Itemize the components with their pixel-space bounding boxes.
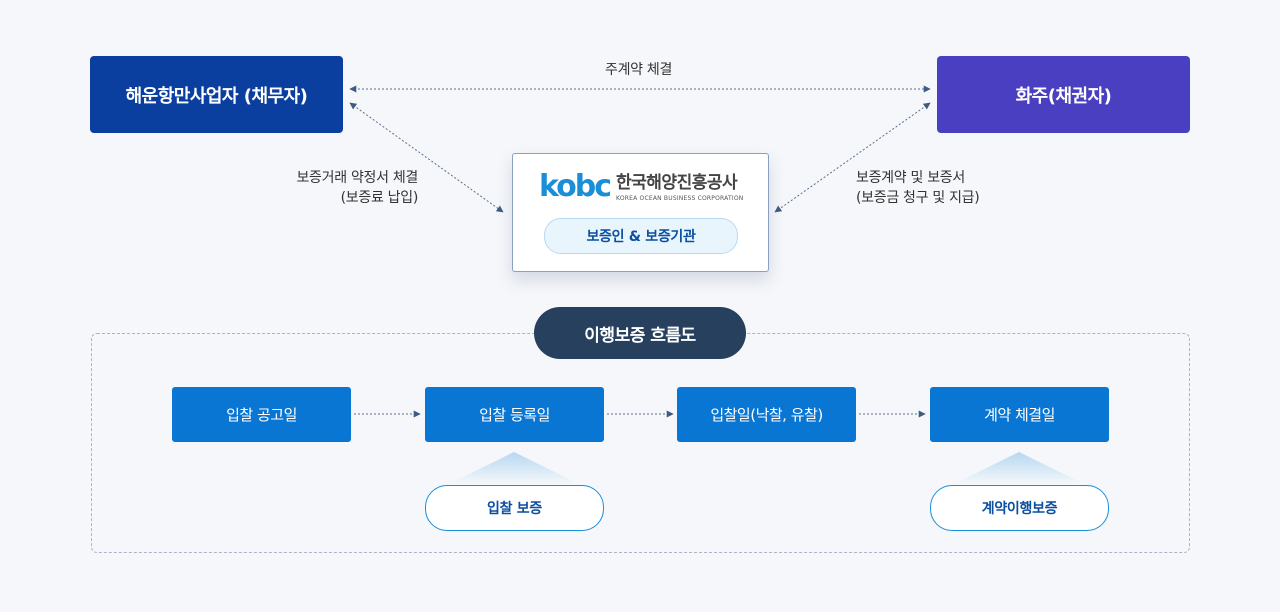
kobc-logo: kobc 한국해양진흥공사 KOREA OCEAN BUSINESS CORPO… [539, 169, 744, 204]
creditor-box: 화주(채권자) [937, 56, 1190, 133]
guarantee-agreement-label: 보증거래 약정서 체결 (보증료 납입) [296, 168, 418, 208]
guarantee-agreement-line2: (보증료 납입) [340, 190, 419, 206]
flow-title: 이행보증 흐름도 [534, 307, 746, 359]
guarantee-agreement-line1: 보증거래 약정서 체결 [296, 170, 418, 186]
step-bid-day: 입찰일(낙찰, 유찰) [677, 387, 856, 442]
main-contract-label: 주계약 체결 [605, 62, 673, 78]
debtor-box: 해운항만사업자 (채무자) [90, 56, 343, 133]
guarantee-contract-line2: (보증금 청구 및 지급) [856, 190, 980, 206]
kobc-logo-mark: kobc [539, 169, 612, 204]
guarantee-contract-label: 보증계약 및 보증서 (보증금 청구 및 지급) [856, 168, 980, 208]
kobc-logo-korean: 한국해양진흥공사 [616, 173, 738, 193]
guarantor-box: kobc 한국해양진흥공사 KOREA OCEAN BUSINESS CORPO… [512, 153, 769, 272]
step-bid-registration: 입찰 등록일 [425, 387, 604, 442]
guarantee-contract-line1: 보증계약 및 보증서 [856, 170, 965, 186]
debtor-guarantor-arrow [349, 102, 504, 213]
step-bid-notice: 입찰 공고일 [172, 387, 351, 442]
performance-bond-pill: 계약이행보증 [930, 485, 1109, 531]
bid-bond-pill: 입찰 보증 [425, 485, 604, 531]
kobc-logo-english: KOREA OCEAN BUSINESS CORPORATION [616, 195, 744, 202]
step-contract-day: 계약 체결일 [930, 387, 1109, 442]
creditor-guarantor-arrow [774, 102, 931, 213]
guarantor-role-pill: 보증인 & 보증기관 [544, 218, 738, 254]
